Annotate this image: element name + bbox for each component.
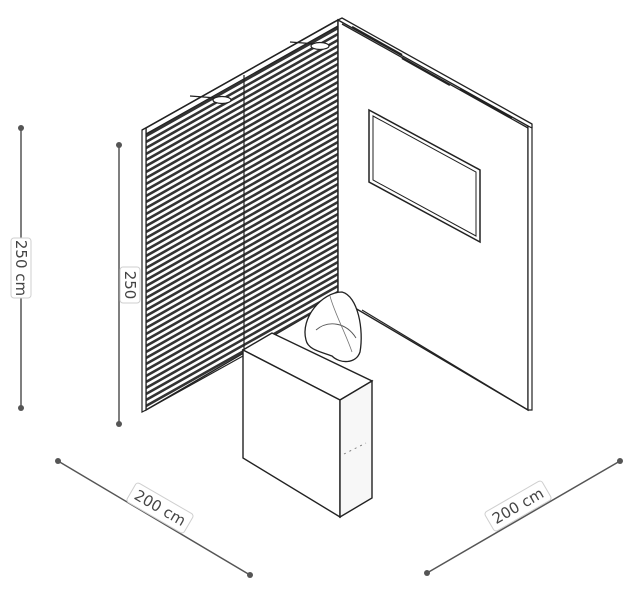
- wall-slat: [146, 62, 338, 174]
- wall-slat: [146, 92, 338, 204]
- wall-slat: [146, 26, 338, 138]
- wall-slat: [146, 50, 338, 162]
- wall-slat: [146, 152, 338, 264]
- wall-slat: [146, 170, 338, 282]
- wall-slat: [146, 218, 338, 330]
- wall-slat: [146, 224, 338, 336]
- wall-slat: [146, 68, 338, 180]
- wall-slat: [146, 260, 338, 372]
- chair-icon: [304, 291, 362, 363]
- left-slat-wall: [141, 18, 339, 413]
- spotlight-icon: [189, 95, 232, 105]
- dimension-height-wall: 250: [116, 142, 141, 427]
- wall-slat: [146, 200, 338, 312]
- counter-icon: [241, 332, 374, 519]
- floor-outline: [145, 309, 529, 411]
- wall-slat: [146, 116, 338, 228]
- wall-slat: [146, 134, 338, 246]
- wall-slat: [146, 110, 338, 222]
- dimension-width-left: 200 cm: [55, 458, 253, 578]
- wall-slat: [146, 74, 338, 186]
- wall-slat: [146, 164, 338, 276]
- wall-slats: [146, 26, 338, 410]
- wall-slat: [146, 56, 338, 168]
- wall-slat: [146, 86, 338, 198]
- wall-slat: [146, 290, 338, 402]
- wall-slat: [146, 230, 338, 342]
- wall-slat: [146, 182, 338, 294]
- wall-slat: [146, 242, 338, 354]
- wall-slat: [146, 44, 338, 156]
- wall-slat: [146, 146, 338, 258]
- wall-slat: [146, 140, 338, 252]
- dimension-height-wall-label: 250: [121, 271, 139, 300]
- wall-slat: [146, 278, 338, 390]
- dimension-height-total-label: 250 cm: [12, 240, 30, 296]
- dimension-width-right: 200 cm: [424, 458, 623, 576]
- wall-slat: [146, 266, 338, 378]
- dimension-height-total: 250 cm: [10, 125, 32, 411]
- wall-slat: [146, 104, 338, 216]
- wall-slat: [146, 236, 338, 348]
- tv-screen-icon: [368, 108, 481, 244]
- wall-slat: [146, 128, 338, 240]
- wall-slat: [146, 38, 338, 150]
- wall-slat: [146, 206, 338, 318]
- wall-slat: [146, 254, 338, 366]
- wall-slat: [146, 188, 338, 300]
- wall-slat: [146, 212, 338, 324]
- wall-slat: [146, 296, 338, 408]
- wall-slat: [146, 272, 338, 384]
- wall-slat: [146, 80, 338, 192]
- wall-slat: [146, 176, 338, 288]
- wall-slat: [146, 158, 338, 270]
- spotlight-icon: [289, 41, 331, 51]
- wall-slat: [146, 98, 338, 210]
- wall-slat: [146, 284, 338, 396]
- wall-slat: [146, 194, 338, 306]
- wall-slat: [146, 248, 338, 360]
- wall-slat: [146, 122, 338, 234]
- wall-slat: [146, 32, 338, 144]
